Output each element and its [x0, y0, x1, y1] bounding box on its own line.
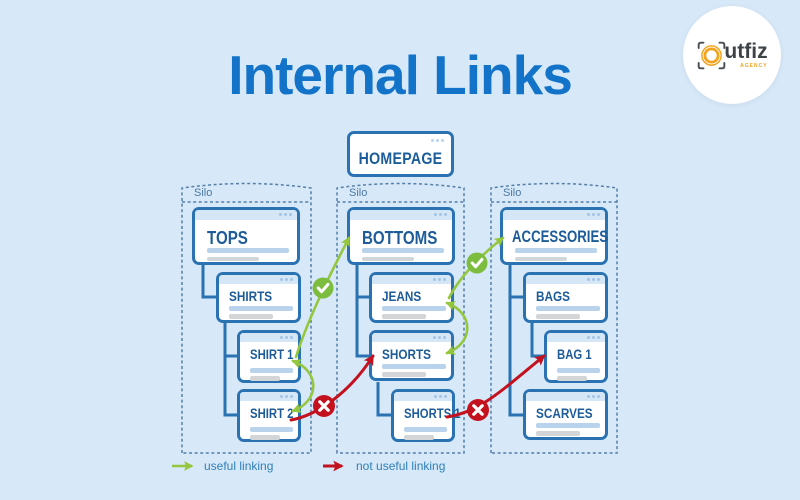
text-placeholder — [250, 427, 293, 432]
browser-titlebar — [394, 392, 452, 401]
page-box-tops: TOPS — [192, 207, 300, 265]
page-box-bags: BAGS — [523, 272, 608, 323]
window-dots-icon — [280, 395, 293, 398]
text-placeholder — [250, 435, 280, 440]
page-box-scarves: SCARVES — [523, 389, 608, 440]
window-dots-icon — [280, 278, 293, 281]
text-placeholder — [557, 376, 587, 381]
window-dots-icon — [434, 213, 447, 216]
connector-bags-bag1 — [530, 322, 544, 358]
text-placeholder — [207, 256, 259, 261]
browser-titlebar — [240, 333, 298, 342]
window-dots-icon — [587, 278, 600, 281]
connector-accessories-scarves — [508, 264, 523, 417]
text-placeholder — [382, 364, 446, 369]
browser-titlebar — [372, 275, 451, 284]
window-dots-icon — [431, 139, 444, 142]
window-dots-icon — [279, 213, 292, 216]
window-dots-icon — [434, 395, 447, 398]
text-placeholder — [229, 306, 293, 311]
page-box-title: HOMEPAGE — [358, 150, 443, 168]
page-box-title: SHIRT 2 — [250, 406, 294, 421]
text-placeholder — [250, 376, 280, 381]
not-useful-link-shirt2-to-shorts — [289, 354, 375, 422]
connector-shorts-shorts1 — [376, 382, 391, 417]
browser-titlebar — [219, 275, 298, 284]
page-title: Internal Links — [228, 44, 573, 106]
silo-label: Silo — [349, 187, 368, 199]
page-box-title: SCARVES — [536, 405, 593, 421]
window-dots-icon — [587, 336, 600, 339]
cross-badge — [313, 395, 335, 417]
text-placeholder — [536, 314, 580, 319]
silo-label: Silo — [503, 187, 522, 199]
text-placeholder — [515, 256, 567, 261]
page-box-shirts: SHIRTS — [216, 272, 301, 323]
text-placeholder — [207, 248, 289, 253]
text-placeholder — [536, 431, 580, 436]
text-placeholder — [362, 256, 414, 261]
window-dots-icon — [433, 336, 446, 339]
text-placeholder — [536, 423, 600, 428]
window-dots-icon — [280, 336, 293, 339]
text-placeholder — [557, 368, 600, 373]
window-dots-icon — [587, 213, 600, 216]
window-dots-icon — [433, 278, 446, 281]
page-box-title: SHORTS 1 — [404, 406, 461, 421]
page-box-title: JEANS — [382, 288, 422, 304]
page-box-shirt2: SHIRT 2 — [237, 389, 301, 442]
page-box-jeans: JEANS — [369, 272, 454, 323]
connector-bottoms-shorts — [355, 264, 369, 358]
text-placeholder — [382, 306, 446, 311]
text-placeholder — [250, 368, 293, 373]
page-box-homepage: HOMEPAGE — [347, 131, 454, 177]
page-box-title: BOTTOMS — [362, 228, 438, 248]
check-badge — [312, 277, 334, 299]
page-box-title: SHORTS — [382, 346, 432, 362]
logo-brand-text: utfiz — [724, 40, 768, 63]
page-box-shorts1: SHORTS 1 — [391, 389, 461, 442]
browser-titlebar — [195, 210, 297, 220]
window-dots-icon — [587, 395, 600, 398]
text-placeholder — [515, 248, 597, 253]
camera-viewfinder-icon — [698, 41, 726, 69]
page-box-shorts: SHORTS — [369, 330, 454, 381]
outfiz-logo: utfiz AGENCY — [683, 6, 781, 104]
silo-label: Silo — [194, 187, 213, 199]
browser-titlebar — [526, 392, 605, 401]
browser-titlebar — [372, 333, 451, 342]
page-box-title: ACCESSORIES — [512, 228, 609, 246]
text-placeholder — [536, 306, 600, 311]
logo-tagline-text: AGENCY — [740, 63, 768, 69]
page-box-bag1: BAG 1 — [544, 330, 608, 383]
page-box-accessories: ACCESSORIES — [500, 207, 608, 265]
page-box-title: SHIRT 1 — [250, 347, 294, 362]
cross-badge — [467, 399, 489, 421]
text-placeholder — [362, 248, 444, 253]
page-box-title: BAGS — [536, 288, 570, 304]
browser-titlebar — [526, 275, 605, 284]
text-placeholder — [229, 314, 273, 319]
page-box-shirt1: SHIRT 1 — [237, 330, 301, 383]
browser-titlebar — [240, 392, 298, 401]
legend-useful-label: useful linking — [204, 459, 274, 473]
text-placeholder — [404, 435, 434, 440]
browser-titlebar — [503, 210, 605, 220]
page-box-title: BAG 1 — [557, 347, 592, 362]
browser-titlebar — [547, 333, 605, 342]
text-placeholder — [382, 372, 426, 377]
page-box-bottoms: BOTTOMS — [347, 207, 455, 265]
connector-shirts-shirt2 — [223, 321, 237, 417]
text-placeholder — [404, 427, 447, 432]
check-badge — [466, 252, 488, 274]
page-box-title: TOPS — [207, 228, 248, 248]
page-box-title: SHIRTS — [229, 288, 273, 304]
text-placeholder — [382, 314, 426, 319]
useful-link-jeans-to-accessories — [447, 236, 505, 300]
connector-tops-shirts — [201, 264, 216, 299]
legend-not-useful-label: not useful linking — [356, 459, 446, 473]
useful-link-shirt1-to-bottoms — [294, 236, 351, 359]
browser-titlebar — [350, 210, 452, 220]
